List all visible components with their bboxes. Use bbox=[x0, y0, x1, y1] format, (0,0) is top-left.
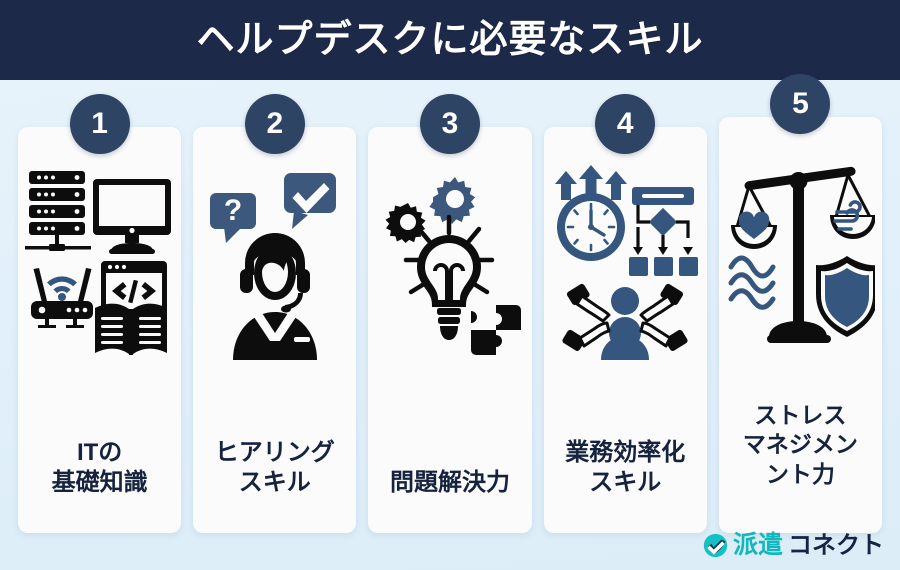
step-number-badge-2: 2 bbox=[244, 94, 305, 154]
stress-management-icon-group bbox=[728, 166, 876, 343]
check-circle-icon bbox=[703, 533, 728, 558]
it-basics-icon-group bbox=[24, 171, 171, 355]
heart-icon bbox=[739, 211, 770, 239]
step-number-badge-3: 3 bbox=[420, 94, 480, 154]
brand-logo[interactable]: 派遣 コネクト bbox=[703, 533, 884, 558]
water-waves-icon bbox=[728, 255, 776, 310]
card-2-caption-line-2: スキル bbox=[238, 469, 311, 497]
card-5-illustration bbox=[725, 161, 876, 356]
card-5-caption-line-3: ント力 bbox=[765, 460, 835, 487]
logo-kanji-text: 派遣 bbox=[732, 531, 783, 559]
step-number-badge-4: 4 bbox=[595, 94, 656, 154]
card-1-caption-line-2: 基礎知識 bbox=[51, 469, 148, 497]
skill-card-4[interactable]: 4 bbox=[543, 94, 707, 533]
card-5-caption-line-1: ストレス bbox=[754, 401, 847, 428]
card-4-illustration bbox=[550, 165, 700, 360]
wifi-signal-icon bbox=[46, 276, 77, 301]
card-3-illustration bbox=[375, 165, 525, 360]
card-2-illustration: ? bbox=[200, 165, 350, 360]
card-1-caption: ITの 基礎知識 bbox=[18, 438, 181, 533]
card-4-caption: 業務効率化 スキル bbox=[544, 438, 707, 533]
puzzle-piece-icon bbox=[471, 305, 525, 355]
skill-card-5[interactable]: 5 bbox=[718, 74, 883, 533]
efficiency-icon-group bbox=[555, 165, 699, 360]
logo-kana-text: コネクト bbox=[788, 531, 884, 559]
clock-icon bbox=[557, 193, 626, 261]
up-arrow-icon bbox=[555, 165, 628, 200]
card-1-caption-line-1: ITの bbox=[76, 438, 123, 466]
page-title: ヘルプデスクに必要なスキル bbox=[196, 19, 704, 61]
question-speech-bubble-icon: ? bbox=[209, 193, 256, 243]
card-3-caption: 問題解決力 bbox=[368, 468, 531, 533]
card-4-caption-line-1: 業務効率化 bbox=[565, 438, 686, 466]
card-1-illustration bbox=[24, 165, 175, 360]
svg-text:?: ? bbox=[224, 194, 242, 227]
check-speech-bubble-icon bbox=[283, 173, 336, 229]
flowchart-icon bbox=[629, 187, 699, 276]
skill-card-2[interactable]: 2 ? bbox=[193, 94, 357, 533]
shield-icon bbox=[816, 256, 876, 337]
gear-icon bbox=[385, 203, 426, 243]
card-5-caption: ストレス マネジメン ント力 bbox=[719, 401, 882, 533]
open-book-icon bbox=[94, 303, 167, 355]
headset-operator-icon bbox=[232, 233, 317, 360]
wind-icon bbox=[833, 200, 863, 231]
card-4-caption-line-2: スキル bbox=[589, 469, 662, 497]
server-rack-icon bbox=[24, 171, 91, 251]
card-3-caption-line-1: 問題解決力 bbox=[390, 469, 510, 497]
card-2-caption: ヒアリング スキル bbox=[193, 438, 356, 533]
desktop-monitor-icon bbox=[92, 179, 171, 254]
card-2-caption-line-1: ヒアリング bbox=[214, 438, 335, 466]
step-number-badge-1: 1 bbox=[69, 94, 130, 154]
step-number-badge-5: 5 bbox=[770, 74, 831, 134]
wifi-router-icon bbox=[30, 268, 93, 328]
skill-card-1[interactable]: 1 bbox=[18, 94, 182, 533]
header-bar: ヘルプデスクに必要なスキル bbox=[0, 0, 900, 80]
problem-solving-icon-group bbox=[385, 177, 525, 355]
light-rays-icon bbox=[403, 214, 495, 295]
teamwork-hands-icon bbox=[562, 283, 688, 360]
gear-icon bbox=[429, 177, 476, 224]
skill-card-list: 1 bbox=[18, 74, 883, 533]
card-5-caption-line-2: マネジメン bbox=[742, 431, 858, 458]
hearing-skill-icon-group: ? bbox=[209, 173, 336, 360]
skill-card-3[interactable]: 3 bbox=[368, 94, 532, 533]
lightbulb-icon bbox=[417, 235, 481, 340]
